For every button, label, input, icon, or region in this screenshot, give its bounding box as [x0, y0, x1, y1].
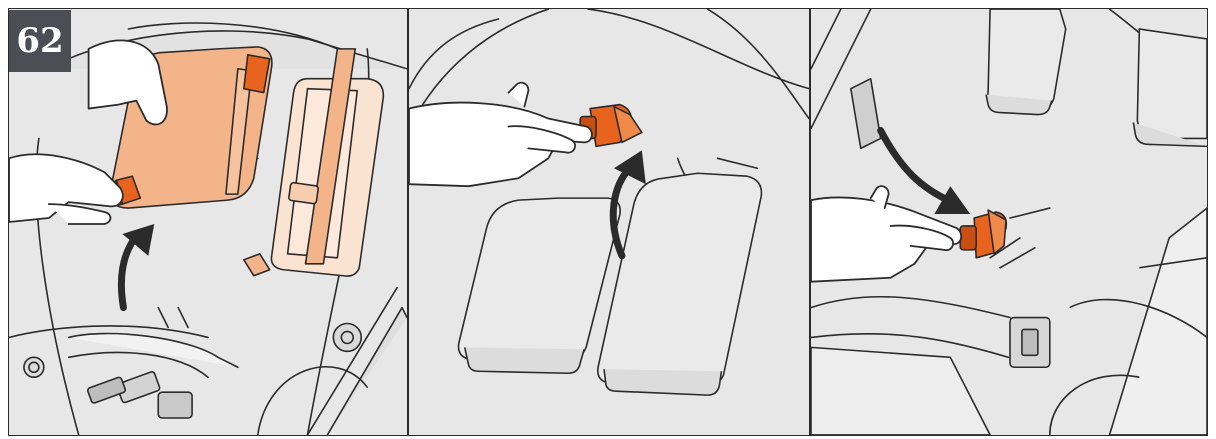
up-arrow-icon [121, 224, 154, 308]
panel-attach-shoulder-pads [8, 8, 408, 436]
remove-clip-illustration [409, 9, 809, 435]
panel-insert-clip [810, 8, 1208, 436]
panel-remove-clip [408, 8, 810, 436]
attach-pads-illustration [9, 9, 407, 435]
insert-clip-illustration [811, 9, 1207, 435]
down-right-arrow-icon [881, 130, 971, 214]
step-number-badge: 62 [9, 10, 71, 72]
